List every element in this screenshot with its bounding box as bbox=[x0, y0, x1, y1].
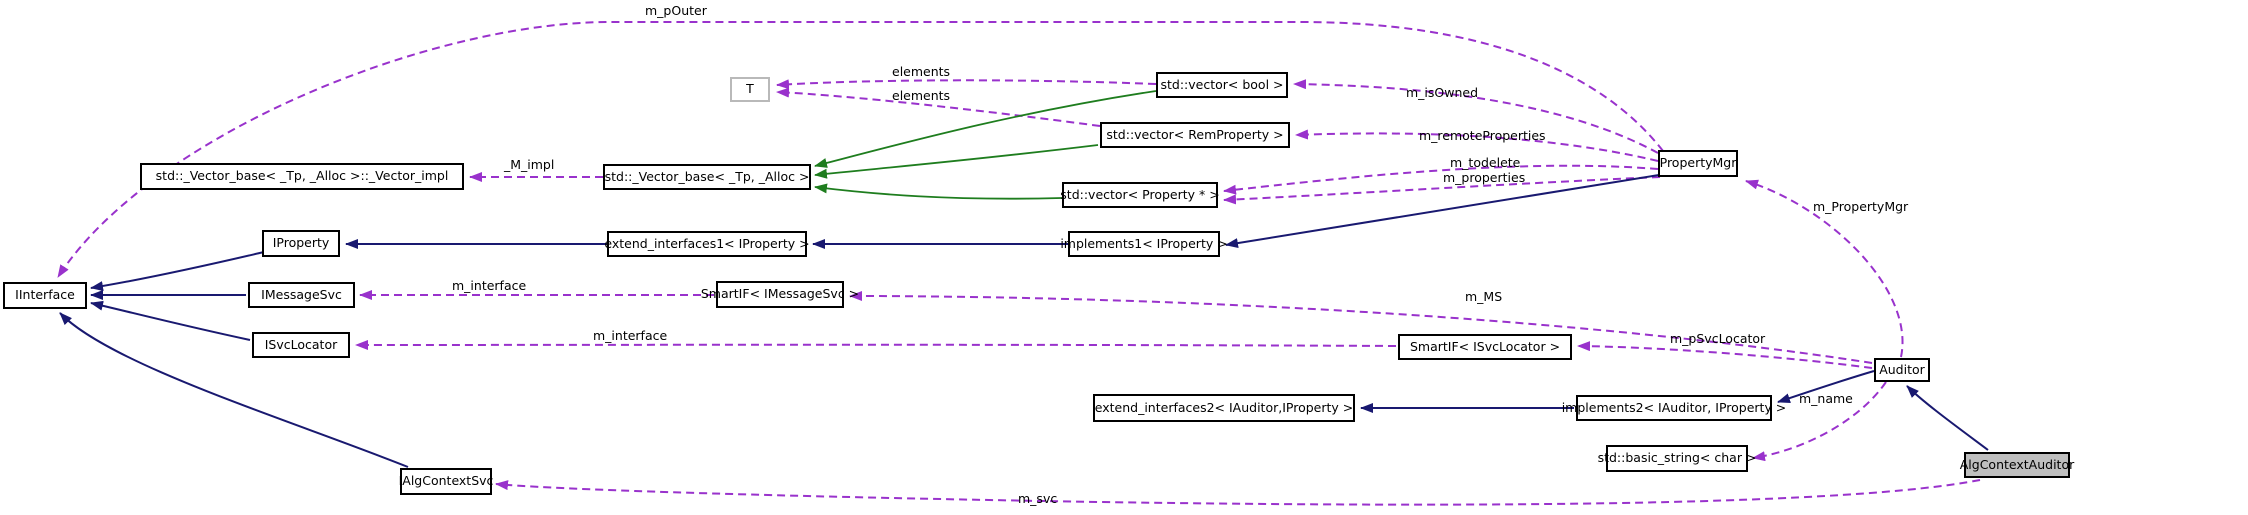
edge-label-m-svc: m_svc bbox=[1018, 491, 1058, 506]
edge-iproperty-iinterface bbox=[90, 251, 265, 292]
edge-label-m-propertymgr: m_PropertyMgr bbox=[1813, 199, 1909, 214]
node-isvclocator[interactable]: ISvcLocator bbox=[252, 332, 350, 358]
edge-propertymgr-vector-bool-m-isowned bbox=[1293, 79, 1659, 154]
edge-label-m-properties: m_properties bbox=[1443, 170, 1526, 185]
edge-smartif-isvclocator-m-interface bbox=[355, 339, 1397, 350]
node-implements1[interactable]: implements1< IProperty > bbox=[1060, 231, 1228, 257]
node-iinterface[interactable]: IInterface bbox=[3, 282, 87, 309]
edge-label-m-interface-isvclocator: m_interface bbox=[593, 328, 668, 343]
edge-label-m-isowned: m_isOwned bbox=[1406, 85, 1479, 100]
edge-propertymgr-implements1 bbox=[1225, 174, 1660, 249]
edge-vector-remproperty-t-elements bbox=[776, 87, 1101, 127]
edge-auditor-propertymgr-m-propertymgr bbox=[1745, 179, 1904, 358]
edge-label-m-psvclocator: m_pSvcLocator bbox=[1670, 331, 1766, 346]
edge-label-m-pouter: m_pOuter bbox=[645, 3, 707, 18]
edge-isvclocator-iinterface bbox=[90, 300, 251, 341]
edge-auditor-implements2 bbox=[1777, 370, 1875, 403]
node-smartif-isvclocator[interactable]: SmartIF< ISvcLocator > bbox=[1398, 334, 1572, 360]
node-std-vector-base-vector-impl[interactable]: std::_Vector_base< _Tp, _Alloc >::_Vecto… bbox=[140, 163, 464, 190]
node-std-vector-property-ptr[interactable]: std::vector< Property * > bbox=[1060, 182, 1220, 208]
node-std-vector-base[interactable]: std::_Vector_base< _Tp, _Alloc > bbox=[603, 164, 811, 190]
edge-ialgcontextsvc-iinterface bbox=[59, 312, 409, 468]
node-imessagesvc[interactable]: IMessageSvc bbox=[248, 282, 355, 308]
edge-auditor-smartif-isvclocator-m-psvclocator bbox=[1577, 341, 1873, 369]
edge-label-m-impl: _M_impl bbox=[504, 157, 555, 172]
edge-label-m-todelete: m_todelete bbox=[1450, 155, 1521, 170]
edge-label-m-remoteproperties: m_remoteProperties bbox=[1419, 128, 1546, 143]
edge-auditor-smartif-imessagesvc-m-ms bbox=[849, 291, 1873, 364]
edge-vector-bool-vectorbase bbox=[814, 90, 1157, 168]
edge-algcontextauditor-ialgcontextsvc-m-svc bbox=[495, 479, 1981, 506]
edge-vector-property-vectorbase bbox=[814, 183, 1063, 200]
edge-algcontextauditor-auditor bbox=[1906, 385, 1989, 451]
edge-label-m-name: m_name bbox=[1799, 391, 1853, 406]
node-std-vector-bool[interactable]: std::vector< bool > bbox=[1156, 72, 1288, 98]
edge-propertymgr-iinterface-m-pouter bbox=[57, 21, 1664, 278]
edge-auditor-basicstring-m-name bbox=[1752, 381, 1887, 462]
node-ialgcontextsvc[interactable]: IAlgContextSvc bbox=[399, 468, 493, 495]
node-std-basic-string-char[interactable]: std::basic_string< char > bbox=[1598, 445, 1756, 472]
edge-propertymgr-vector-remproperty-m-remoteproperties bbox=[1295, 129, 1659, 162]
node-propertymgr[interactable]: PropertyMgr bbox=[1658, 150, 1738, 177]
node-algcontextauditor[interactable]: AlgContextAuditor bbox=[1960, 452, 2074, 478]
node-iproperty[interactable]: IProperty bbox=[262, 230, 340, 257]
node-std-vector-remproperty[interactable]: std::vector< RemProperty > bbox=[1100, 122, 1290, 148]
node-auditor[interactable]: Auditor bbox=[1874, 358, 1930, 382]
edge-label-m-interface-imessagesvc: m_interface bbox=[452, 278, 527, 293]
node-implements2[interactable]: implements2< IAuditor, IProperty > bbox=[1562, 395, 1786, 421]
edge-label-elements-remproperty: elements bbox=[892, 88, 951, 103]
edge-vector-remproperty-vectorbase bbox=[814, 144, 1099, 179]
edge-vector-bool-t-elements bbox=[776, 79, 1157, 90]
edge-propertymgr-vector-property-m-todelete bbox=[1223, 164, 1659, 195]
edge-label-m-ms: m_MS bbox=[1465, 289, 1503, 304]
node-template-param-t[interactable]: T bbox=[730, 77, 770, 102]
edge-label-elements-bool: elements bbox=[892, 64, 951, 79]
node-smartif-imessagesvc[interactable]: SmartIF< IMessageSvc > bbox=[701, 281, 859, 308]
node-extend-interfaces1[interactable]: extend_interfaces1< IProperty > bbox=[604, 231, 810, 257]
edge-propertymgr-vector-property-m-properties bbox=[1223, 176, 1661, 205]
node-extend-interfaces2[interactable]: extend_interfaces2< IAuditor,IProperty > bbox=[1093, 394, 1355, 422]
